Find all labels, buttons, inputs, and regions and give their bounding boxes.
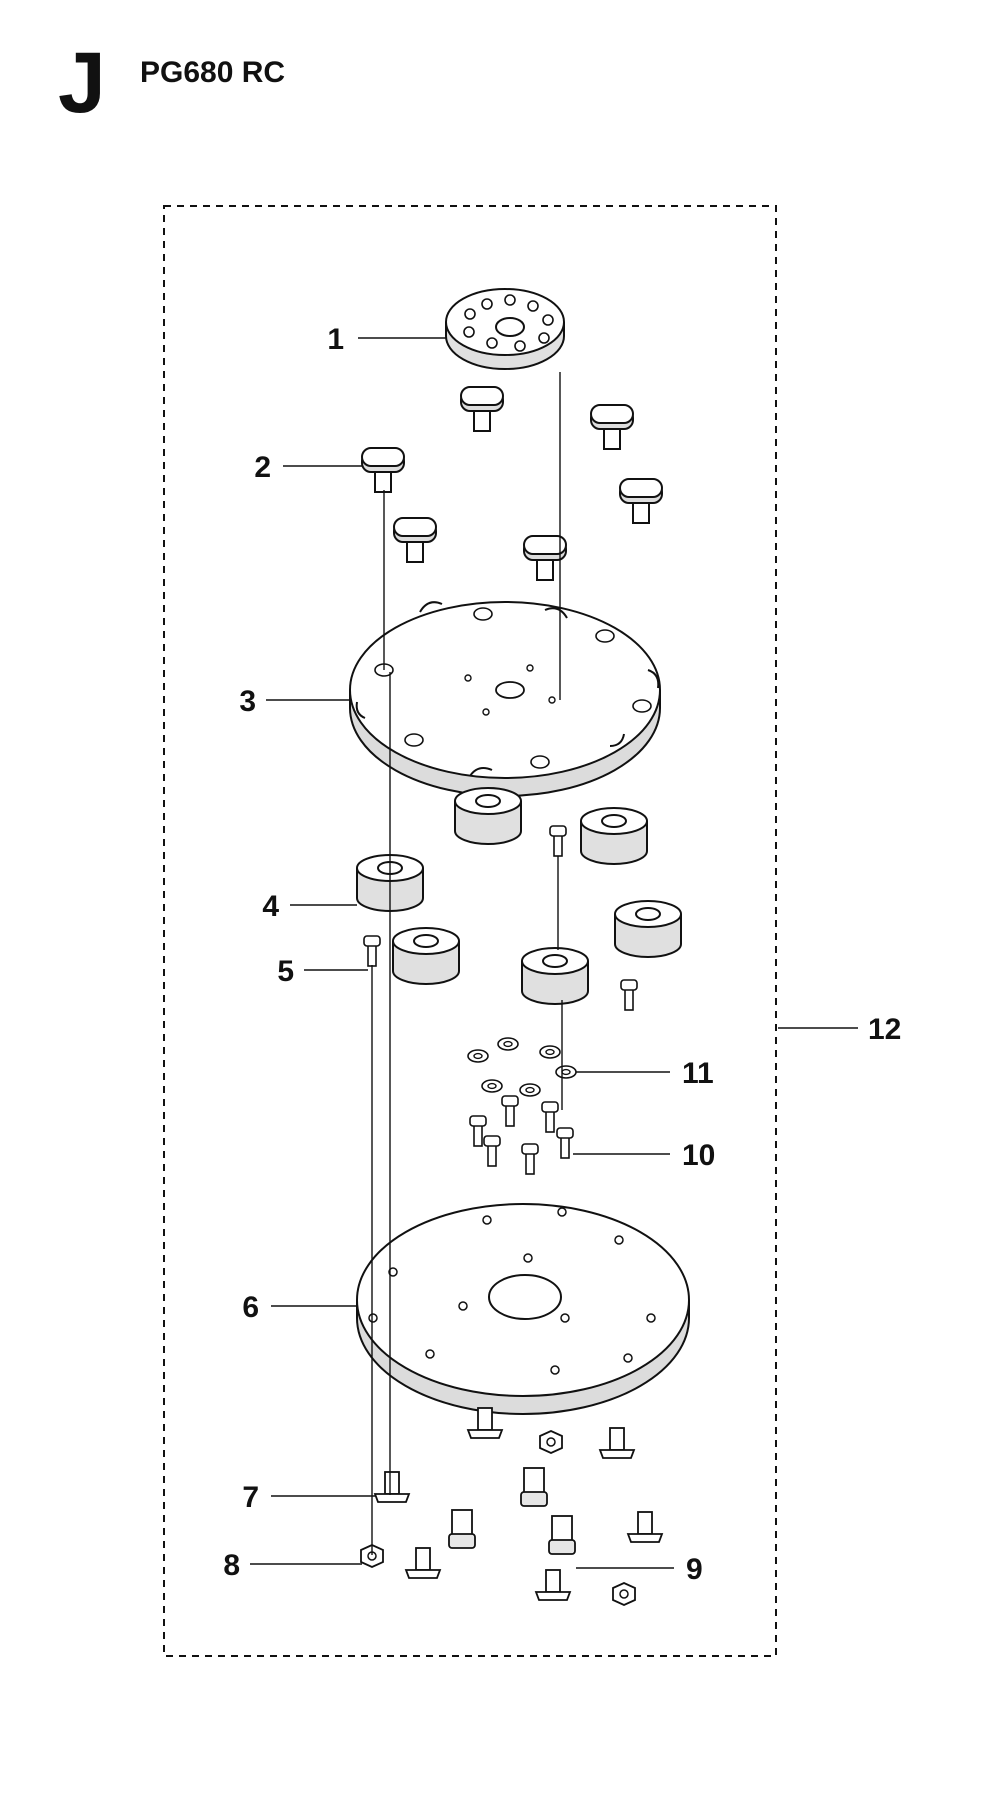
section-letter: J bbox=[58, 35, 106, 131]
part-7-bolts bbox=[374, 1407, 663, 1601]
callout-10: 10 bbox=[682, 1139, 715, 1172]
callout-11: 11 bbox=[682, 1057, 714, 1090]
part-9-studs bbox=[448, 1467, 576, 1555]
callout-leaders bbox=[250, 337, 858, 1569]
callout-1: 1 bbox=[327, 323, 344, 356]
part-3-slotted-plate bbox=[349, 601, 661, 797]
callout-3: 3 bbox=[239, 685, 256, 718]
part-10-screws bbox=[469, 1095, 574, 1175]
part-11-washers bbox=[467, 1037, 577, 1097]
part-6-base-disc bbox=[356, 1203, 690, 1415]
part-8-nuts bbox=[360, 1430, 636, 1606]
part-1-hub-plate bbox=[445, 288, 565, 370]
model-title: PG680 RC bbox=[140, 56, 286, 89]
callout-labels: 1 2 3 4 5 6 7 8 9 10 11 12 bbox=[223, 323, 901, 1586]
callout-5: 5 bbox=[277, 955, 294, 988]
callout-8: 8 bbox=[223, 1549, 240, 1582]
callout-7: 7 bbox=[242, 1481, 259, 1514]
assembly-guide-lines bbox=[371, 372, 563, 1555]
callout-9: 9 bbox=[686, 1553, 703, 1586]
part-2-pads bbox=[361, 386, 663, 581]
callout-12: 12 bbox=[868, 1013, 901, 1046]
assembly-boundary bbox=[163, 205, 777, 1657]
part-4-spacers bbox=[356, 787, 682, 1005]
callout-6: 6 bbox=[242, 1291, 259, 1324]
callout-4: 4 bbox=[262, 890, 279, 923]
callout-2: 2 bbox=[254, 451, 271, 484]
